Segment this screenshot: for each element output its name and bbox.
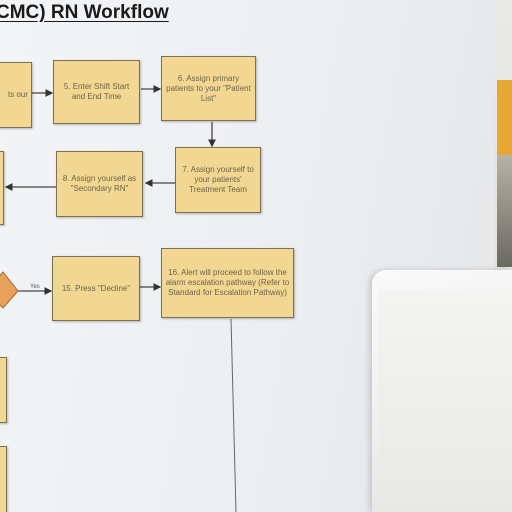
workflow-poster: CMC) RN Workflow Yes ts our 5. Enter Shi… (0, 0, 500, 512)
decision-diamond (0, 271, 19, 309)
step-box-16: 16. Alert will proceed to follow the ala… (161, 248, 294, 318)
step-box-7: 7. Assign yourself to your patients' Tre… (175, 147, 261, 213)
poster-title: CMC) RN Workflow (0, 2, 169, 23)
step-box-5: 5. Enter Shift Start and End Time (53, 60, 140, 124)
step-box-left-low (0, 357, 7, 423)
line-step16-down (230, 318, 237, 512)
step-box-6: 6. Assign primary patients to your "Pati… (161, 56, 256, 121)
background-shadow-strip (497, 155, 512, 267)
flow-connectors: Yes (0, 85, 237, 512)
monitor-panel (378, 290, 512, 512)
step-box-15: 15. Press "Decline" (52, 256, 140, 321)
step-box-8: 8. Assign yourself as "Secondary RN" (56, 151, 143, 217)
orange-paper-edge (497, 80, 512, 155)
step-box-left-mid (0, 151, 4, 225)
step-box-left-top: ts our (0, 62, 32, 128)
connector-label-yes: Yes (30, 284, 40, 290)
step-box-left-bottom (0, 446, 7, 512)
